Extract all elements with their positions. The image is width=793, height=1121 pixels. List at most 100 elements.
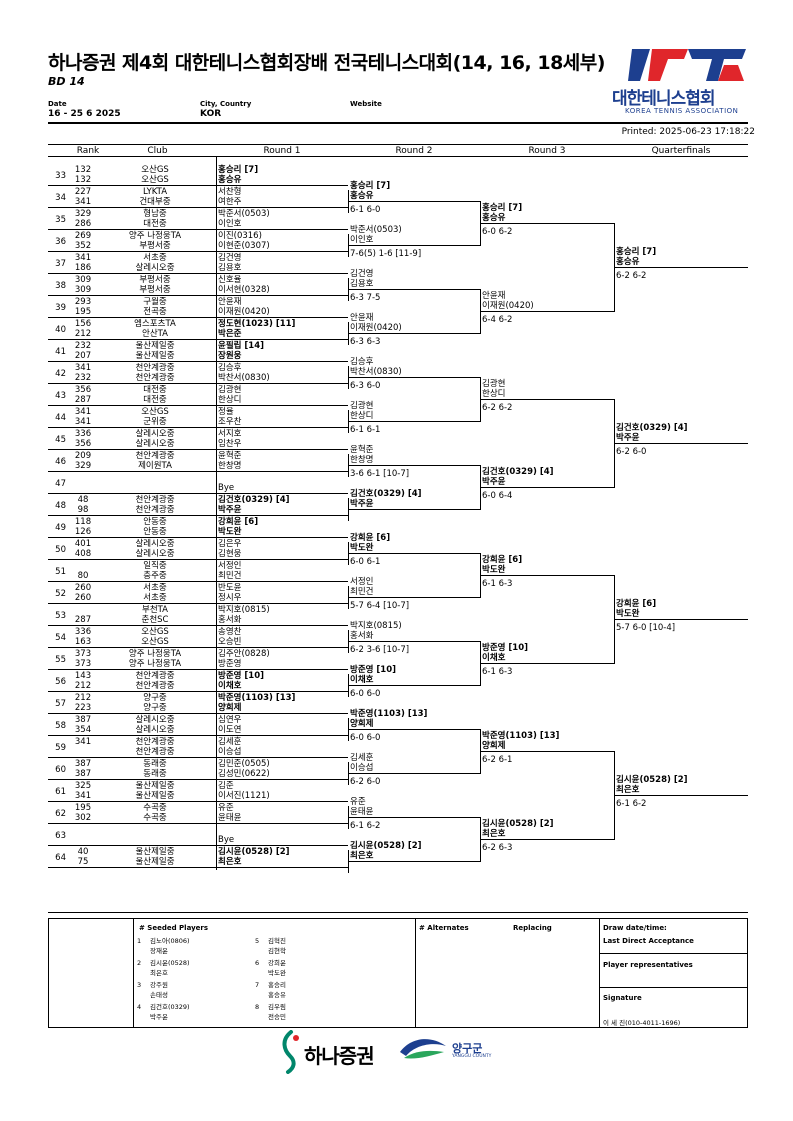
rank-2: 163 [74, 637, 92, 647]
qf-connector [614, 751, 615, 840]
qf-line [614, 795, 748, 796]
rank-2: 387 [74, 769, 92, 779]
round3-line [480, 223, 614, 224]
rank-1: 336 [74, 627, 92, 637]
club-1: 살레시오중 [135, 715, 175, 725]
club-2: 군위중 [143, 417, 167, 427]
round2-player-1: 김건호(0329) [4] [350, 489, 422, 499]
round2-score: 6-0 6-0 [350, 689, 381, 699]
round2-score: 6-3 7-5 [350, 293, 381, 303]
club-1: 서초중 [143, 253, 167, 263]
city-label: City, Country [200, 100, 252, 108]
seed-player-2: 박주윤 [150, 1013, 168, 1021]
date-value: 16 - 25 6 2025 [48, 109, 121, 119]
rank-1: 356 [74, 385, 92, 395]
rank-1: 309 [74, 275, 92, 285]
seed-number: 8 [255, 1003, 260, 1011]
seed-player-1: 김노아(0806) [150, 937, 190, 945]
round3-line [480, 839, 614, 840]
rank-2: 286 [74, 219, 92, 229]
row-separator [48, 449, 216, 450]
player-2: 박은준 [218, 329, 242, 339]
seed-player-2: 최은호 [150, 969, 168, 977]
rank-1: 373 [74, 649, 92, 659]
club-1: 오산GS [141, 407, 169, 417]
draw-position: 45 [55, 435, 66, 445]
row-separator [48, 845, 216, 846]
seed-player-2: 홍승유 [268, 991, 286, 999]
round2-player-2: 박도완 [350, 543, 374, 553]
round3-player-1: 강희윤 [6] [482, 555, 523, 565]
r1-line [216, 625, 348, 626]
seed-player-1: 김건호(0329) [150, 1003, 190, 1011]
seed-player-1: 김혁진 [268, 937, 286, 945]
seed-player-1: 강희윤 [268, 959, 286, 967]
player-1: 김승후 [218, 363, 242, 373]
row-separator [48, 339, 216, 340]
draw-position: 60 [55, 765, 66, 775]
row-separator [48, 471, 216, 472]
round2-connector [348, 806, 349, 829]
seed-player-1: 김우림 [268, 1003, 286, 1011]
r1-line [216, 449, 348, 450]
club-2: 부평서중 [139, 241, 171, 251]
round2-line [348, 861, 480, 862]
player-1: 박지호(0815) [218, 605, 270, 615]
club-2: 대전중 [143, 219, 167, 229]
qf-score: 5-7 6-0 [10-4] [616, 623, 676, 633]
round3-player-2: 이재원(0420) [482, 301, 534, 311]
rank-1: 387 [74, 715, 92, 725]
rank-2: 212 [74, 681, 92, 691]
round3-player-2: 박주윤 [482, 477, 506, 487]
yanggu-logo-icon [400, 1039, 446, 1059]
club-2: 살레시오중 [135, 263, 175, 273]
round2-connector [348, 542, 349, 565]
draw-position: 37 [55, 259, 66, 269]
round2-player-2: 양희제 [350, 719, 374, 729]
rank-1: 341 [74, 737, 92, 747]
rank-2: 329 [74, 461, 92, 471]
hana-logo-icon [282, 1030, 299, 1074]
kta-name-en: KOREA TENNIS ASSOCIATION [625, 107, 739, 115]
club-1: 울산제일중 [135, 341, 175, 351]
draw-position: 39 [55, 303, 66, 313]
rank-1: 260 [74, 583, 92, 593]
r1-line [216, 691, 348, 692]
qf-line [614, 267, 748, 268]
r1-line [216, 559, 348, 560]
rank-2: 223 [74, 703, 92, 713]
row-separator [48, 295, 216, 296]
col-round2: Round 2 [395, 146, 433, 156]
qf-line [614, 619, 748, 620]
r1-line [216, 779, 348, 780]
rank-2: 287 [74, 615, 92, 625]
club-2: 울산제일중 [135, 791, 175, 801]
r1-line [216, 515, 348, 516]
player-1: 정도현(1023) [11] [218, 319, 296, 329]
page-title: 하나증권 제4회 대한테니스협회장배 전국테니스대회(14, 16, 18세부) [48, 52, 605, 74]
player-2: 오승빈 [218, 637, 242, 647]
round2-player-2: 박찬서(0830) [350, 367, 402, 377]
row-separator [48, 735, 216, 736]
draw-position: 47 [55, 479, 66, 489]
draw-position: 43 [55, 391, 66, 401]
round2-player-2: 이채호 [350, 675, 374, 685]
qf-player-2: 박주윤 [616, 433, 640, 443]
rank-1: 48 [77, 495, 89, 505]
round2-player-1: 박준영(1103) [13] [350, 709, 428, 719]
player-2: 김성민(0622) [218, 769, 270, 779]
player-2: 장원웅 [218, 351, 242, 361]
player-1: 안윤재 [218, 297, 242, 307]
round2-score: 6-1 6-2 [350, 821, 381, 831]
player-2: 이채호 [218, 681, 242, 691]
draw-position: 57 [55, 699, 66, 709]
club-2: 양주 나정웅TA [128, 659, 182, 669]
club-2: 천안계광중 [135, 747, 175, 757]
draw-position: 55 [55, 655, 66, 665]
round3-connector [480, 641, 481, 686]
rank-2: 195 [74, 307, 92, 317]
round2-score: 6-2 6-0 [350, 777, 381, 787]
r1-line [216, 251, 348, 252]
seed-number: 3 [137, 981, 142, 989]
round3-connector [480, 377, 481, 422]
